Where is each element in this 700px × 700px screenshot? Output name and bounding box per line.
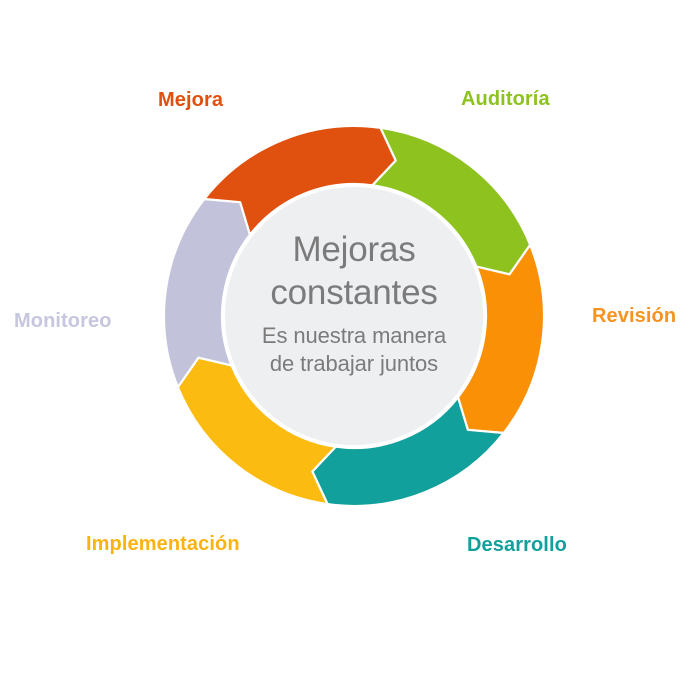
ring-segment-mejora[interactable] bbox=[203, 124, 397, 236]
ring-segments-group bbox=[162, 124, 546, 508]
segment-label-revision[interactable]: Revisión bbox=[592, 305, 677, 327]
segment-label-monitoreo[interactable]: Monitoreo bbox=[14, 310, 112, 332]
segment-label-implementacion[interactable]: Implementación bbox=[86, 533, 240, 555]
segment-label-mejora[interactable]: Mejora bbox=[158, 89, 224, 111]
center-hub-circle bbox=[223, 185, 485, 447]
segment-label-desarrollo[interactable]: Desarrollo bbox=[467, 534, 567, 556]
segment-label-auditoria[interactable]: Auditoría bbox=[461, 88, 550, 110]
